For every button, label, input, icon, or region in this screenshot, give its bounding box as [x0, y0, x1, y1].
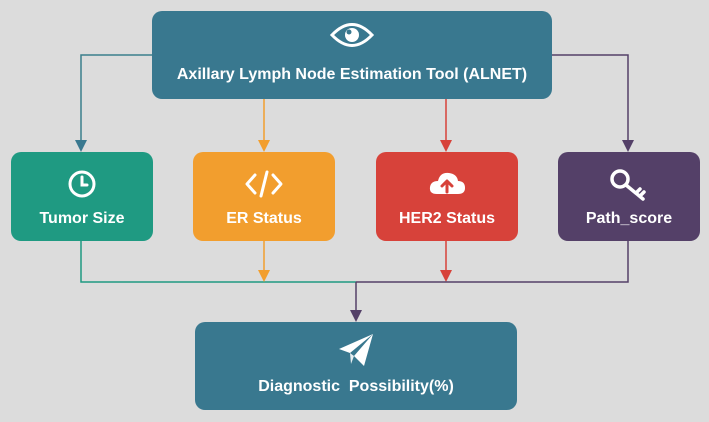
eye-icon	[329, 20, 375, 55]
line-path-score-down	[356, 241, 629, 283]
clock-icon	[66, 168, 98, 205]
her2-status-box: HER2 Status	[376, 152, 518, 241]
key-icon	[609, 168, 649, 207]
path-score-box: Path_score	[558, 152, 700, 241]
arrow-top-to-path-score	[552, 54, 634, 152]
diagnostic-possibility-label: Diagnostic Possibility(%)	[258, 378, 454, 395]
her2-status-label: HER2 Status	[398, 210, 496, 227]
alnet-title: Axillary Lymph Node Estimation Tool (ALN…	[176, 66, 528, 83]
cloud-upload-icon	[427, 168, 467, 205]
tumor-size-label: Tumor Size	[39, 210, 125, 227]
code-icon	[244, 168, 284, 205]
diagnostic-possibility-box: Diagnostic Possibility(%)	[195, 322, 517, 410]
er-status-label: ER Status	[226, 210, 302, 227]
line-tumor-size-down	[80, 241, 356, 283]
er-status-box: ER Status	[193, 152, 335, 241]
paper-plane-icon	[336, 332, 376, 373]
tumor-size-box: Tumor Size	[11, 152, 153, 241]
arrow-top-to-tumor-size	[75, 54, 152, 152]
path-score-label: Path_score	[585, 210, 673, 227]
alnet-tool-box: Axillary Lymph Node Estimation Tool (ALN…	[152, 11, 552, 99]
